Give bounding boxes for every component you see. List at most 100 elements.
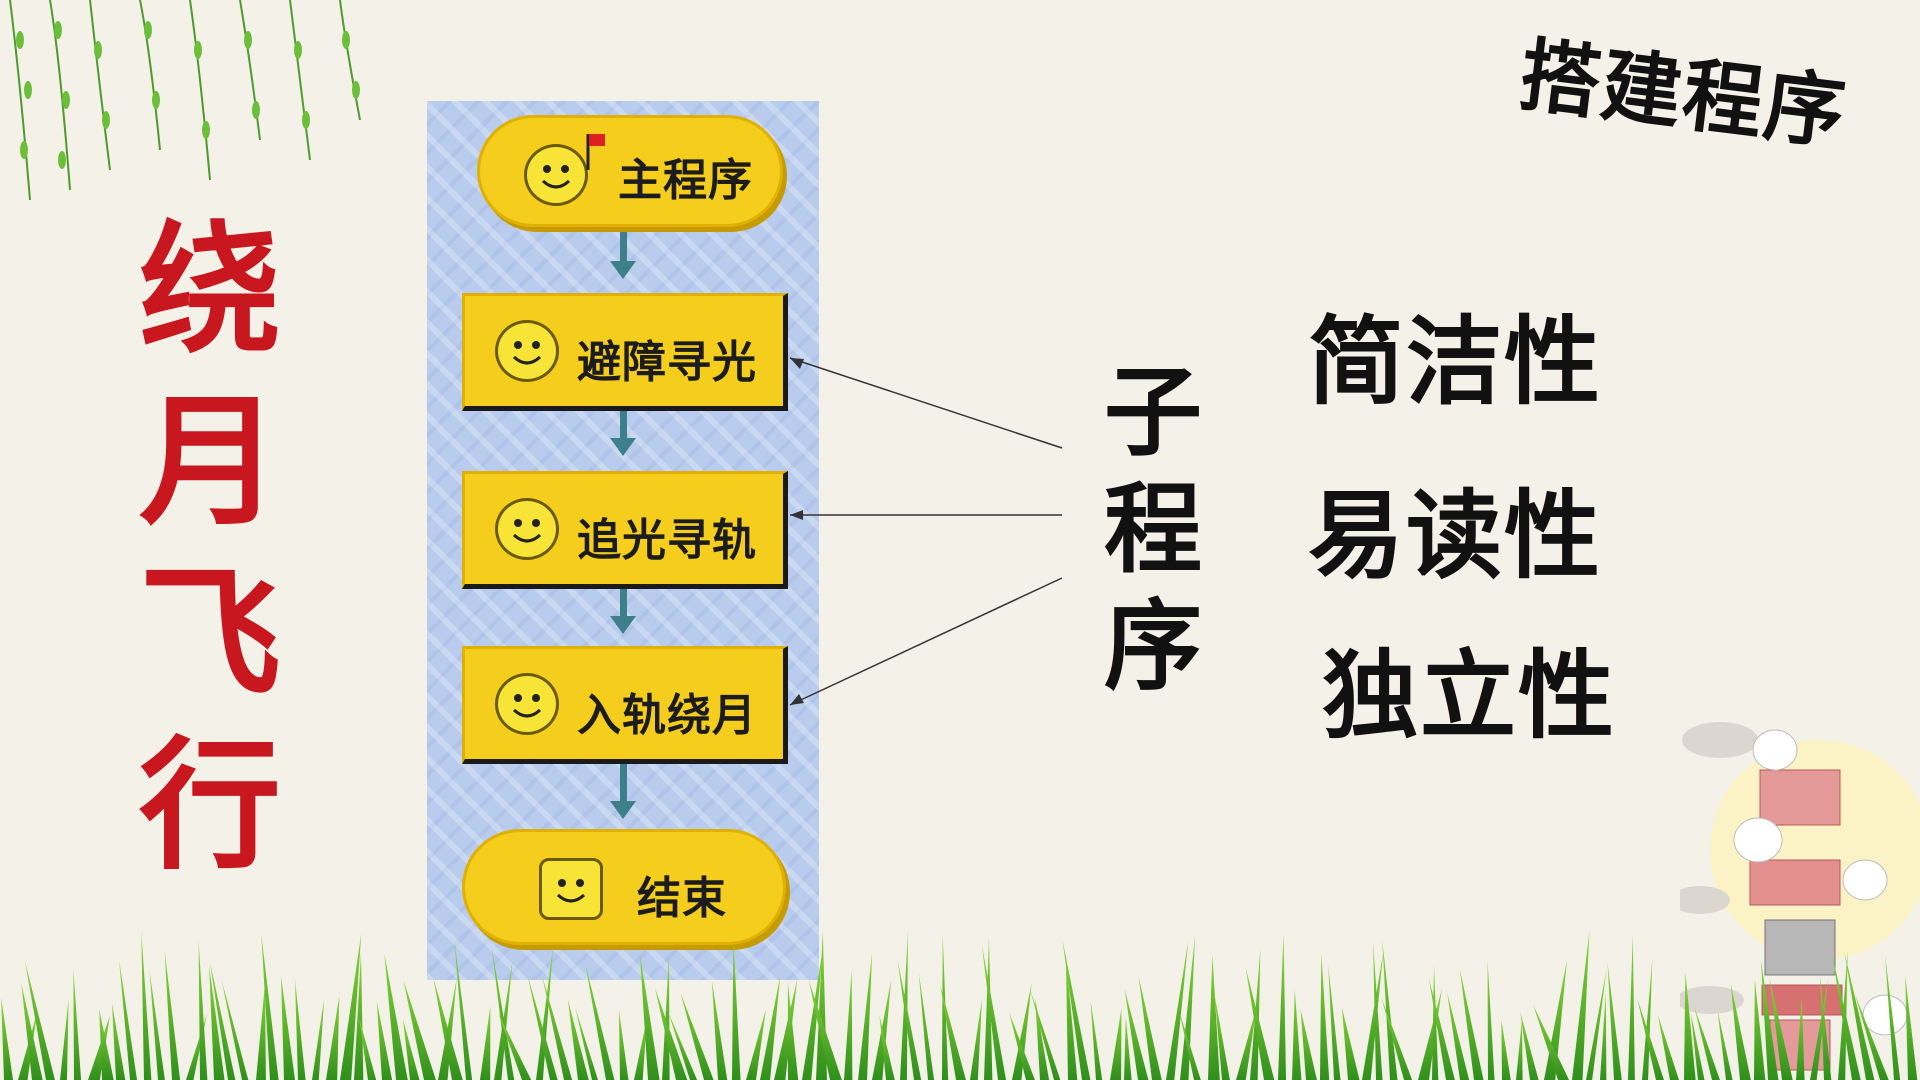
grass-blade xyxy=(1278,933,1287,1080)
flowchart-panel: 主程序 避障寻光 追光寻轨 入轨绕月 结束 xyxy=(427,101,819,980)
grass-blade xyxy=(1796,997,1805,1080)
grass-blade xyxy=(359,1017,377,1080)
flow-step-block[interactable]: 避障寻光 xyxy=(462,293,788,411)
grass-blade xyxy=(680,992,714,1080)
grass-blade xyxy=(1214,995,1230,1080)
grass-blade xyxy=(1418,988,1442,1080)
grass-blade xyxy=(1730,982,1751,1080)
grass-blade xyxy=(1586,968,1607,1080)
grass-blade xyxy=(802,949,823,1080)
grass-blade xyxy=(527,975,558,1080)
grass-blade xyxy=(940,984,966,1080)
grass-blade xyxy=(454,939,473,1080)
start-block[interactable]: 主程序 xyxy=(477,115,783,227)
grass-blade xyxy=(1179,1012,1201,1080)
grass-blade xyxy=(312,998,325,1080)
grass-blade xyxy=(918,972,935,1080)
grass-blade xyxy=(1760,959,1779,1080)
grass-blade xyxy=(354,952,364,1080)
grass-blade xyxy=(60,998,69,1080)
grass-blade xyxy=(634,1019,647,1080)
grass-blade xyxy=(340,932,362,1080)
grass-blade xyxy=(1447,992,1470,1080)
main-title-char: 行 xyxy=(139,724,281,889)
grass-blade xyxy=(21,983,43,1080)
grass-blade xyxy=(1292,989,1302,1080)
flow-arrow xyxy=(610,801,636,819)
grass-blade xyxy=(1030,990,1061,1080)
grass-blade xyxy=(1428,978,1455,1080)
grass-blade xyxy=(376,1000,393,1080)
grass-blade xyxy=(1012,982,1032,1080)
grass-blade xyxy=(1533,1004,1570,1080)
grass-blade xyxy=(1684,972,1696,1080)
grass-blade xyxy=(1810,978,1829,1080)
grass-blade xyxy=(1090,999,1103,1080)
grass-blade xyxy=(1844,951,1875,1080)
grass-blade xyxy=(970,999,982,1080)
grass-blade xyxy=(1110,1008,1122,1080)
flow-connector xyxy=(620,586,627,626)
grass-blade xyxy=(1884,954,1901,1080)
grass-blade xyxy=(141,931,152,1080)
grass-blade xyxy=(746,1009,766,1080)
flow-step-block[interactable]: 入轨绕月 xyxy=(462,646,788,764)
grass-blade xyxy=(1245,967,1275,1080)
grass-blade xyxy=(1208,954,1220,1080)
grass-blade xyxy=(1381,998,1413,1080)
grass-blade xyxy=(88,1015,110,1080)
feature-independence: 独立性 xyxy=(1322,640,1616,752)
smiley-icon xyxy=(524,144,588,206)
subprogram-label-char: 程 xyxy=(1103,473,1202,587)
grass-blade xyxy=(384,953,408,1080)
grass-blade xyxy=(1520,1012,1539,1080)
grass-blade xyxy=(732,938,741,1080)
flag-icon xyxy=(586,134,605,170)
grass-blade xyxy=(1628,934,1635,1080)
flow-arrow xyxy=(610,261,636,279)
grass-blade xyxy=(879,1015,895,1080)
grass-blade xyxy=(618,1010,629,1080)
grass-blade xyxy=(1236,1005,1258,1080)
grass-blade xyxy=(1637,997,1664,1080)
grass-blade xyxy=(1690,1011,1705,1080)
grass-blade xyxy=(1717,1009,1733,1080)
moon-rabbit-decoration xyxy=(1680,722,1920,1071)
grass-blade xyxy=(221,979,249,1080)
grass-blade xyxy=(984,938,993,1080)
grass-blade xyxy=(256,982,266,1080)
flow-step-block[interactable]: 追光寻轨 xyxy=(462,471,788,589)
grass-blade xyxy=(261,934,279,1080)
grass-blade xyxy=(1,998,14,1080)
grass-blade xyxy=(1124,988,1149,1080)
grass-blade xyxy=(1607,963,1622,1080)
grass-blade xyxy=(542,976,573,1080)
grass-blade xyxy=(280,975,296,1080)
start-label: 主程序 xyxy=(618,155,753,206)
grass-blade xyxy=(24,960,55,1080)
flow-step-label: 入轨绕月 xyxy=(577,690,757,741)
end-smiley-icon xyxy=(539,858,603,920)
subprogram-label: 子 程 序 xyxy=(1098,355,1208,706)
grass-blade xyxy=(1328,965,1341,1080)
grass-blade xyxy=(73,969,82,1080)
subprogram-label-char: 序 xyxy=(1103,590,1202,704)
grass-blade xyxy=(575,1007,599,1080)
grass-blade xyxy=(1572,930,1590,1080)
grass-blade xyxy=(585,963,615,1080)
grass-blade xyxy=(760,975,781,1080)
end-block[interactable]: 结束 xyxy=(462,829,786,945)
grass-blade xyxy=(480,1006,491,1080)
grass-blade xyxy=(1657,1014,1679,1080)
grass-blade xyxy=(844,970,853,1080)
grass-blade xyxy=(1138,975,1162,1080)
grass-blade xyxy=(1459,968,1484,1080)
grass-blade xyxy=(402,1019,420,1080)
grass-blade xyxy=(294,979,306,1080)
grass-blade xyxy=(639,953,660,1080)
corner-title: 搭建程序 xyxy=(1514,28,1852,161)
grass-blade xyxy=(1754,978,1766,1080)
grass-blade xyxy=(1819,975,1832,1080)
feature-readability: 易读性 xyxy=(1308,480,1602,592)
grass-blade xyxy=(808,980,842,1080)
